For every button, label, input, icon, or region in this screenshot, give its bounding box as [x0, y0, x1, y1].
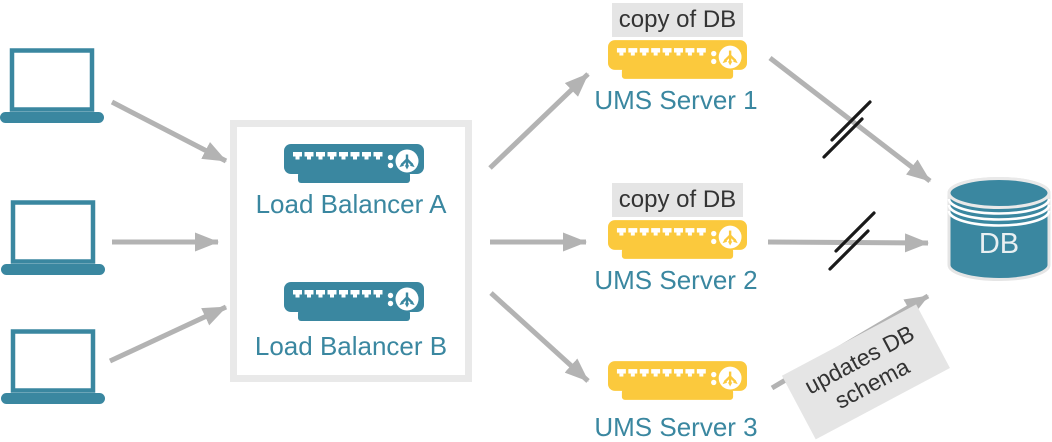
- load-balancer-appliance-icon: [284, 282, 424, 321]
- ums-server-2-icon: [608, 220, 747, 259]
- arrow-client3-to-lb: [108, 304, 228, 364]
- broken-link-slash-icon: [830, 100, 872, 142]
- ums1-copy-of-db-badge: copy of DB: [612, 3, 743, 37]
- database-label: DB: [979, 228, 1019, 260]
- ums-server-1-label: UMS Server 1: [594, 85, 758, 115]
- ums2-copy-of-db-badge: copy of DB: [612, 183, 743, 217]
- arrow-ums1-to-db: [768, 56, 932, 183]
- updates-db-schema-annotation: updates DB schema: [781, 304, 951, 440]
- broken-link-slash-icon: [834, 211, 876, 253]
- load-balancer-a-label: Load Balancer A: [255, 189, 447, 219]
- ums-server-2-label: UMS Server 2: [594, 265, 758, 295]
- broken-link-slash-icon: [822, 117, 864, 159]
- load-balancer-group-box: Load Balancer A: [230, 120, 472, 382]
- laptop-icon: [1, 329, 105, 404]
- arrow-ums2-to-db: [767, 233, 929, 253]
- laptop-icon: [0, 48, 104, 123]
- load-balancer-b-label: Load Balancer B: [254, 331, 448, 361]
- load-balancer-appliance-icon: [284, 144, 424, 183]
- arrow-lb-to-ums1: [488, 72, 590, 170]
- ums-server-3-label: UMS Server 3: [594, 412, 758, 442]
- broken-link-slash-icon: [828, 229, 870, 271]
- arrow-client1-to-lb: [110, 99, 228, 164]
- database-icon: DB: [947, 177, 1051, 281]
- ums-server-3-icon: [608, 361, 747, 400]
- laptop-icon: [1, 200, 105, 275]
- arrow-lb-to-ums3: [489, 291, 590, 383]
- ums-server-1-icon: [608, 40, 747, 79]
